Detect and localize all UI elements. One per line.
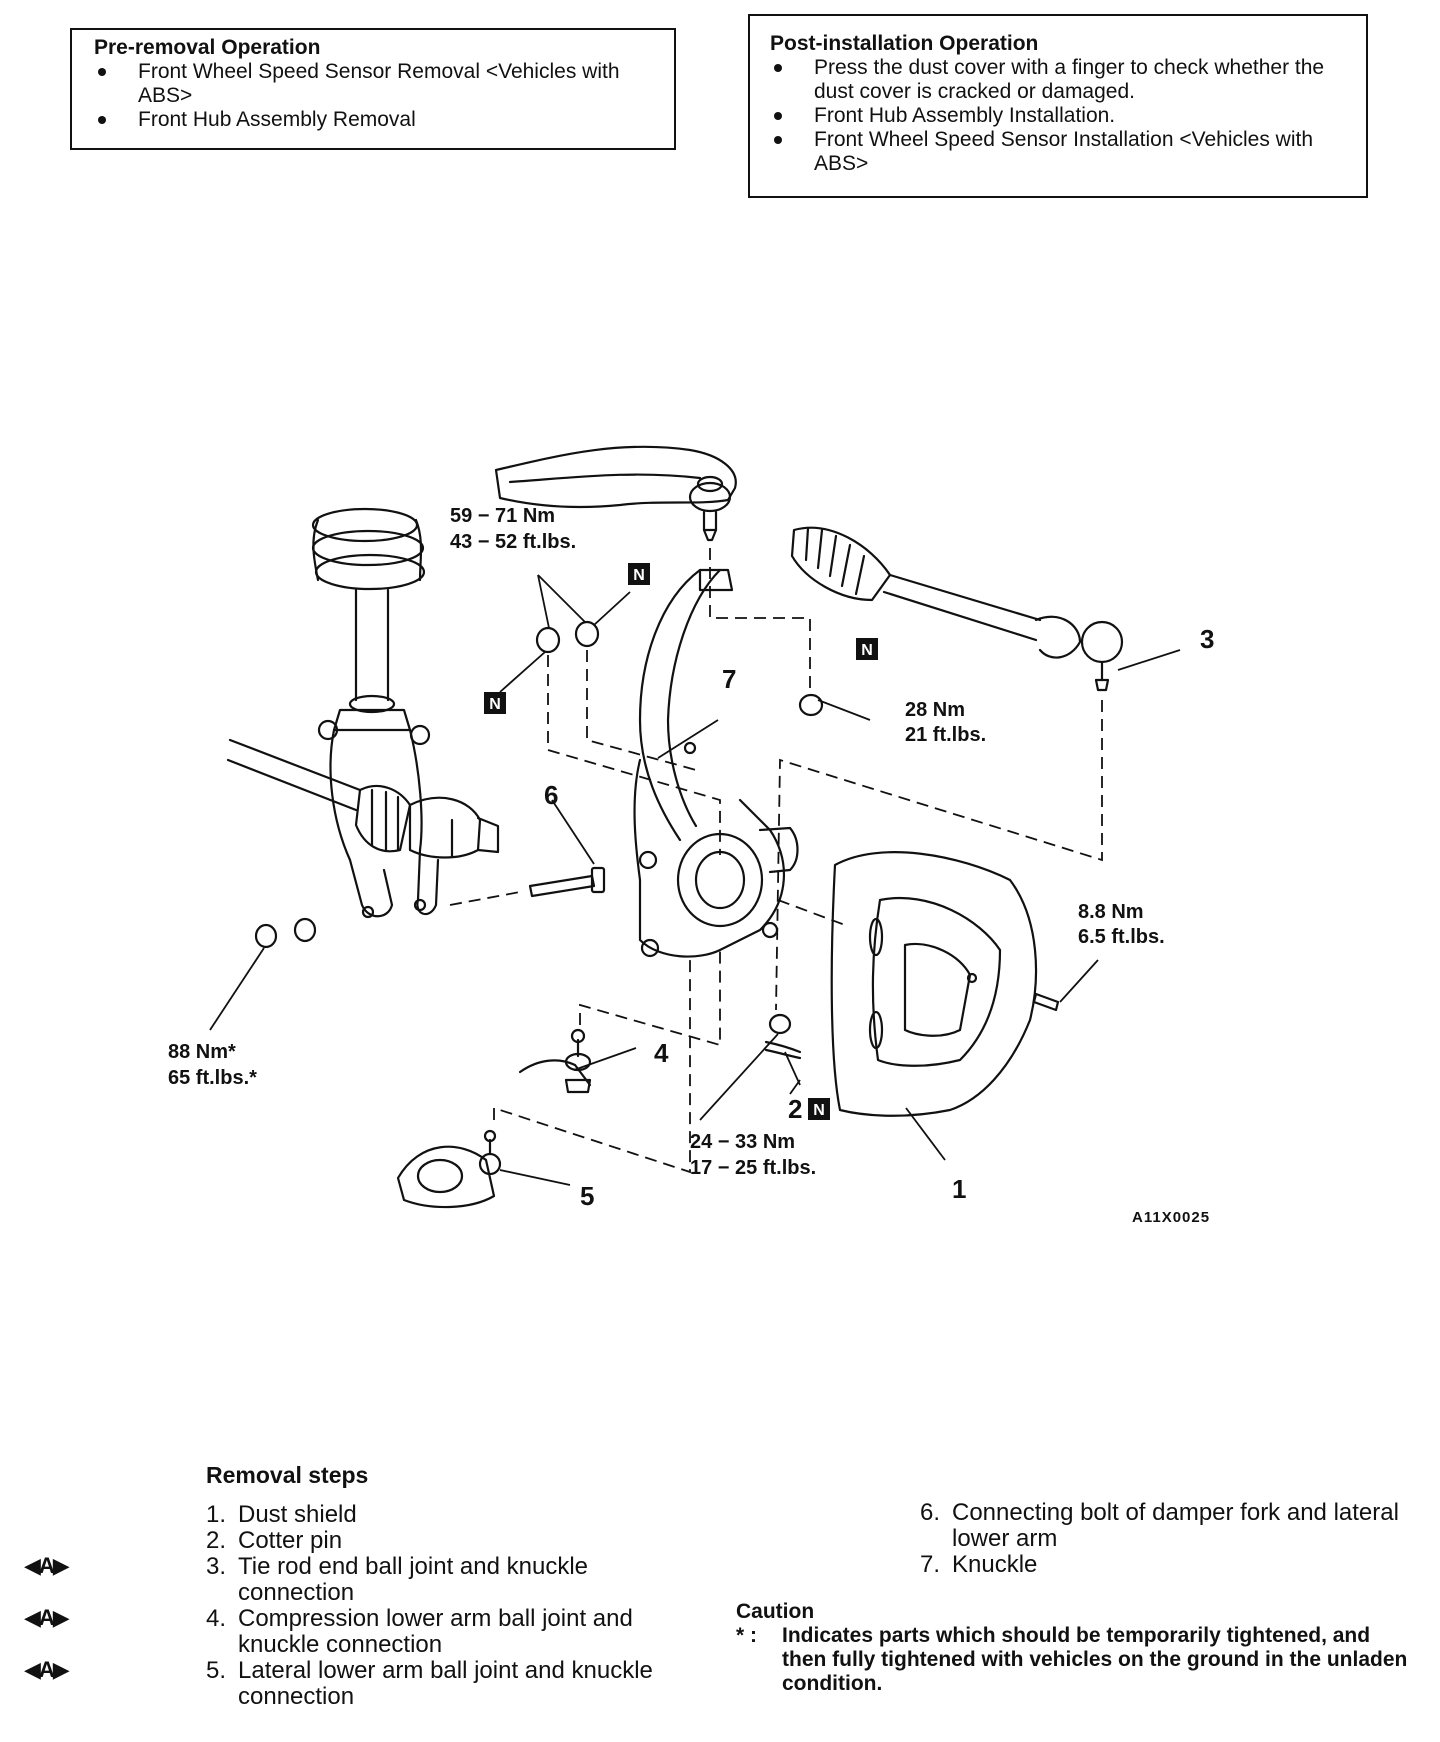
tie-rod-end <box>790 526 1124 692</box>
step-text: Tie rod end ball joint and knuckle conne… <box>238 1553 588 1606</box>
callout-7: 7 <box>722 664 736 694</box>
step-text: Dust shield <box>238 1501 357 1528</box>
post-installation-heading: Post-installation Operation <box>770 32 1039 55</box>
torque-damper-fork-ftlbs: 65 ft.lbs.* <box>168 1067 257 1089</box>
torque-lower-nut-nm: 24 − 33 Nm <box>690 1131 795 1153</box>
pre-removal-item: Front Hub Assembly Removal <box>94 108 652 132</box>
knuckle <box>633 568 799 958</box>
strut-assembly <box>311 507 440 919</box>
step-number: 1. <box>206 1501 227 1528</box>
new-part-mark <box>484 692 506 714</box>
step-number: 6. <box>920 1499 941 1526</box>
new-part-mark <box>856 638 878 660</box>
caution-note: Caution * : Indicates parts which should… <box>736 1600 1416 1696</box>
post-installation-item: Front Wheel Speed Sensor Installation <V… <box>770 128 1346 176</box>
step-text: Knuckle <box>952 1551 1038 1578</box>
callout-6: 6 <box>544 780 558 810</box>
compression-lower-arm <box>518 1028 592 1094</box>
service-point-mark: ◀A▶ <box>24 1657 70 1682</box>
torque-tie-rod-nm: 28 Nm <box>905 699 965 721</box>
pre-removal-box: Pre-removal Operation Front Wheel Speed … <box>70 28 676 150</box>
new-part-mark-label: N <box>489 696 501 713</box>
nuts <box>254 620 1060 1060</box>
drive-shaft <box>226 738 500 859</box>
callout-1: 1 <box>952 1174 966 1204</box>
removal-step: 1. Dust shield <box>206 1502 676 1528</box>
torque-upper-nut-ftlbs: 43 − 52 ft.lbs. <box>450 531 576 553</box>
step-text: Lateral lower arm ball joint and knuckle… <box>238 1657 653 1710</box>
torque-tie-rod-ftlbs: 21 ft.lbs. <box>905 724 986 746</box>
post-installation-box: Post-installation Operation Press the du… <box>748 14 1368 198</box>
callout-3: 3 <box>1200 624 1214 654</box>
new-part-mark <box>808 1098 830 1120</box>
step-number: 4. <box>206 1605 227 1632</box>
pre-removal-list: Front Wheel Speed Sensor Removal <Vehicl… <box>94 60 652 132</box>
torque-upper-nut-nm: 59 − 71 Nm <box>450 505 555 527</box>
dust-shield <box>830 851 1038 1117</box>
service-point-mark: ◀A▶ <box>24 1553 70 1578</box>
callout-2: 2 <box>788 1094 802 1124</box>
step-number: 2. <box>206 1527 227 1554</box>
removal-step: 7. Knuckle <box>920 1552 1400 1578</box>
caution-star: * : <box>736 1624 757 1647</box>
step-number: 5. <box>206 1657 227 1684</box>
callout-4: 4 <box>654 1038 669 1068</box>
new-part-marks <box>484 563 878 1120</box>
callout-5: 5 <box>580 1181 594 1211</box>
post-installation-item: Front Hub Assembly Installation. <box>770 104 1346 128</box>
service-point-mark: ◀A▶ <box>24 1605 70 1630</box>
torque-lower-nut-ftlbs: 17 − 25 ft.lbs. <box>690 1157 816 1179</box>
torque-dust-shield-nm: 8.8 Nm <box>1078 901 1144 923</box>
step-text: Compression lower arm ball joint and knu… <box>238 1605 633 1658</box>
connecting-bolt <box>528 866 606 898</box>
new-part-mark <box>628 563 650 585</box>
removal-step: 5. Lateral lower arm ball joint and knuck… <box>206 1658 676 1710</box>
torque-dust-shield-ftlbs: 6.5 ft.lbs. <box>1078 926 1165 948</box>
removal-step: 6. Connecting bolt of damper fork and lat… <box>920 1500 1400 1552</box>
torque-damper-fork-nm: 88 Nm* <box>168 1041 236 1063</box>
step-text: Connecting bolt of damper fork and later… <box>952 1499 1399 1552</box>
removal-steps-left: Removal steps 1. Dust shield 2. Cotter pin… <box>206 1462 676 1710</box>
new-part-mark-label: N <box>861 642 873 659</box>
removal-step: 4. Compression lower arm ball joint and k… <box>206 1606 676 1658</box>
caution-text: Indicates parts which should be temporar… <box>782 1624 1408 1695</box>
step-number: 3. <box>206 1553 227 1580</box>
new-part-mark-label: N <box>633 567 645 584</box>
pre-removal-heading: Pre-removal Operation <box>94 36 321 59</box>
figure-id: A11X0025 <box>1132 1209 1210 1226</box>
post-installation-item: Press the dust cover with a finger to ch… <box>770 56 1346 104</box>
removal-steps-title: Removal steps <box>206 1462 369 1488</box>
upper-arm <box>494 445 737 542</box>
step-number: 7. <box>920 1551 941 1578</box>
pre-removal-item: Front Wheel Speed Sensor Removal <Vehicl… <box>94 60 652 108</box>
lateral-lower-arm <box>396 1129 502 1209</box>
removal-step: 3. Tie rod end ball joint and knuckle con… <box>206 1554 676 1606</box>
caution-body: * : Indicates parts which should be temp… <box>736 1624 1416 1696</box>
removal-steps-right: 6. Connecting bolt of damper fork and lat… <box>920 1500 1400 1578</box>
post-installation-list: Press the dust cover with a finger to ch… <box>770 56 1346 176</box>
new-part-mark-label: N <box>813 1102 825 1119</box>
caution-title: Caution <box>736 1600 815 1623</box>
removal-step: 2. Cotter pin <box>206 1528 676 1554</box>
step-text: Cotter pin <box>238 1527 343 1554</box>
